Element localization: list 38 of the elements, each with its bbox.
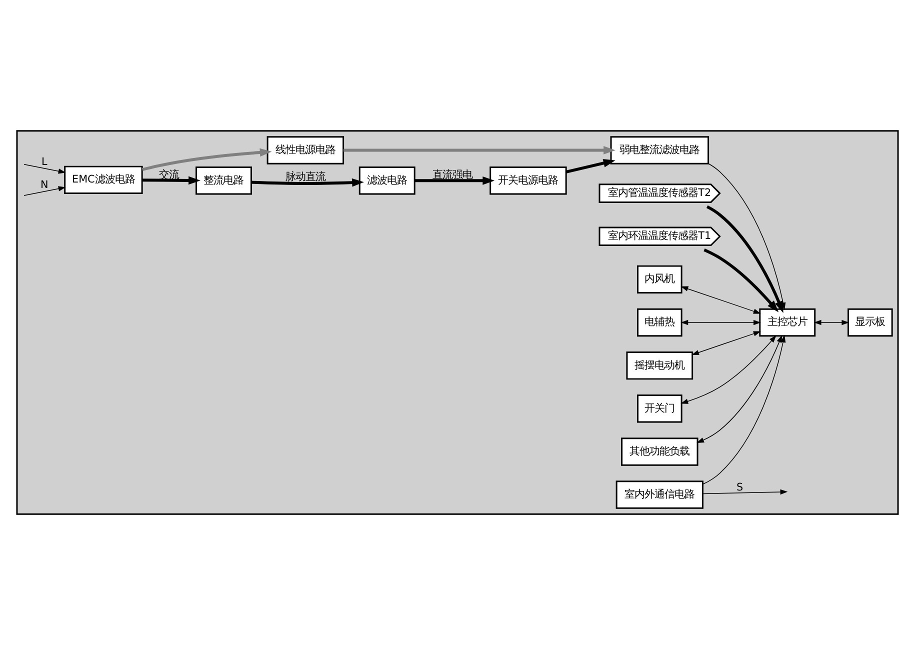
arrow: [680, 335, 776, 404]
node-box: 显示板: [848, 308, 893, 337]
arrow: [702, 489, 788, 495]
arrow: [680, 320, 761, 326]
arrow: [680, 286, 761, 314]
node-box: 主控芯片: [759, 308, 816, 337]
arrow: [251, 178, 364, 187]
node-box: 内风机: [637, 265, 682, 294]
node-box: 开关电源电路: [490, 166, 567, 195]
node-box: 其他功能负载: [621, 438, 698, 466]
arrow: [692, 331, 761, 356]
node-box: 室内外通信电路: [616, 480, 704, 509]
cluster: [16, 130, 899, 515]
arrow: [24, 186, 66, 196]
arrow: [814, 320, 850, 326]
node-box: 整流电路: [196, 166, 252, 195]
arrow: [706, 205, 784, 314]
arrow: [142, 148, 272, 172]
edge-label: 直流强电: [432, 168, 472, 181]
arrow: [696, 335, 782, 443]
node-box: EMC滤波电路: [64, 166, 143, 194]
node-box: 开关门: [637, 394, 682, 423]
arrow: [702, 334, 786, 485]
arrow: [704, 248, 779, 312]
arrow: [566, 159, 616, 174]
node-box: 弱电整流滤波电路: [610, 136, 710, 164]
arrow: [142, 176, 200, 185]
edge-label: N: [40, 179, 48, 192]
arrow: [24, 164, 66, 174]
arrow: [344, 146, 616, 154]
node-box: 线性电源电路: [266, 136, 344, 164]
edge-label: 脉动直流: [285, 171, 326, 184]
edge-label: L: [42, 156, 48, 168]
node-box: 电辅热: [637, 308, 682, 337]
edge-label: S: [736, 481, 744, 494]
arrow: [414, 176, 495, 185]
node-box: 摇摆电动机: [626, 351, 694, 380]
node-box: 滤波电路: [358, 166, 416, 195]
